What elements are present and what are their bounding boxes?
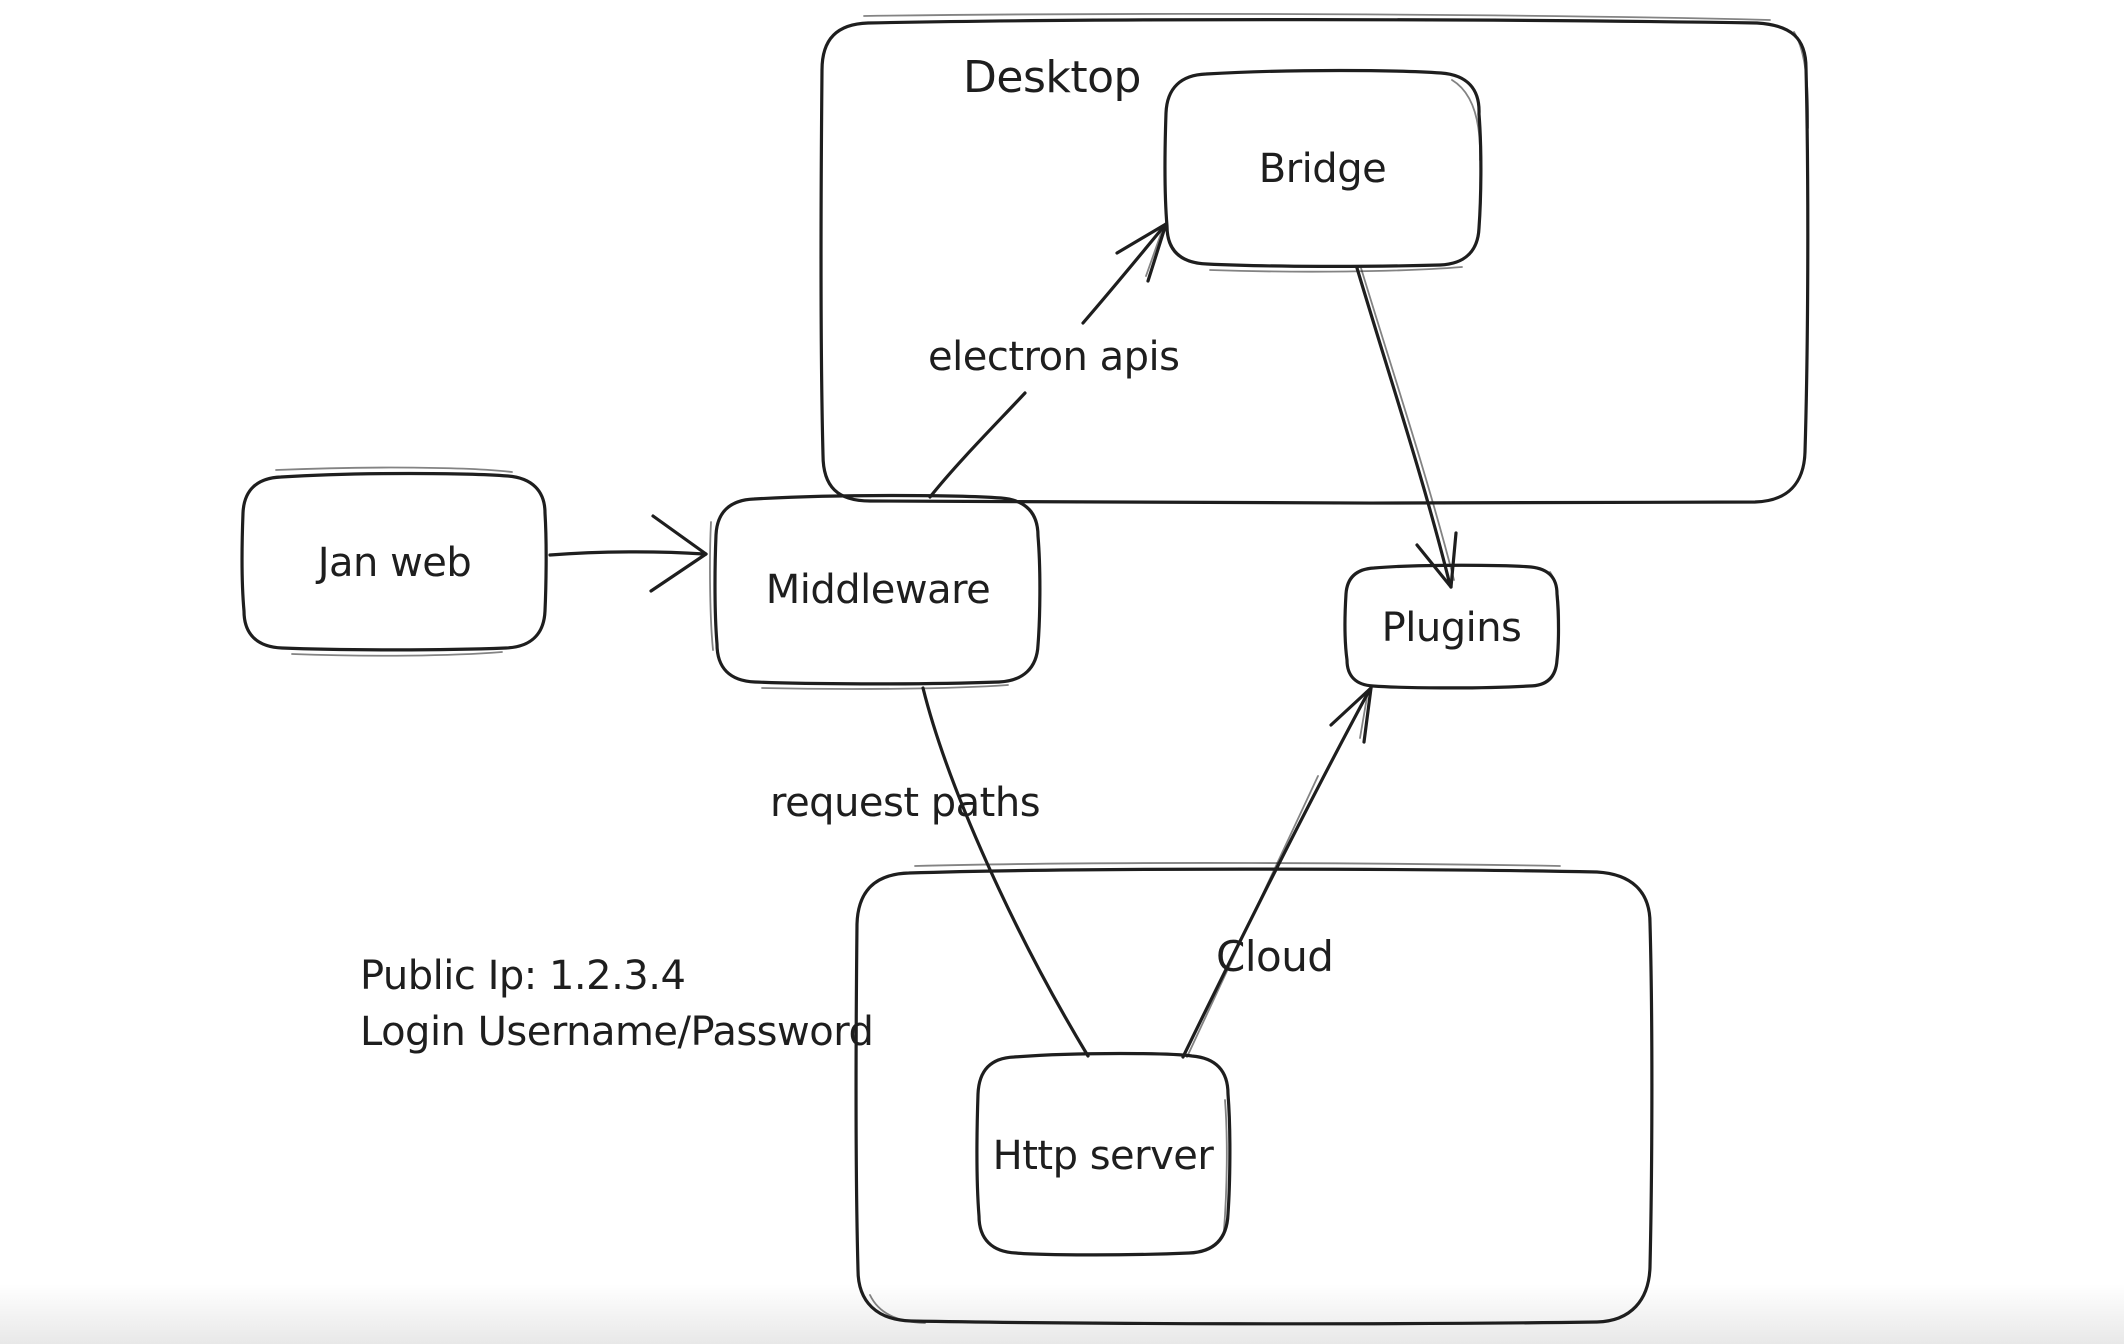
http-server-label-text: Http server: [992, 1132, 1214, 1179]
jan-web-label-text: Jan web: [317, 539, 472, 586]
node-bridge: [1163, 68, 1483, 273]
desktop-container: [819, 13, 1810, 505]
middleware-label-text: Middleware: [765, 567, 991, 613]
node-middleware: [709, 493, 1042, 690]
node-plugins: [1343, 563, 1561, 690]
arrow-middleware-to-bridge: [928, 222, 1168, 499]
desktop-container-label: Desktop: [963, 52, 1141, 103]
arrow-jan-web-to-middleware: [548, 514, 708, 593]
request-paths-edge-label: request paths: [770, 780, 1041, 826]
jan-web-label: Jan web: [242, 475, 547, 650]
middleware-label: Middleware: [715, 497, 1041, 683]
plugins-label: Plugins: [1345, 566, 1558, 689]
line-middleware-to-http-server: [921, 686, 1090, 1058]
electron-apis-edge-label: electron apis: [928, 334, 1180, 380]
cloud-container: [854, 862, 1654, 1326]
node-http-server: [975, 1051, 1232, 1257]
bridge-label: Bridge: [1165, 72, 1480, 266]
note-line-1: Public Ip: 1.2.3.4: [360, 953, 686, 999]
node-jan-web: [240, 466, 548, 657]
http-server-label: Http server: [975, 1055, 1231, 1256]
note-line-2: Login Username/Password: [360, 1009, 874, 1055]
cloud-container-label: Cloud: [1216, 932, 1334, 981]
bottom-edge-gradient: [0, 1284, 2124, 1344]
public-ip-note: Public Ip: 1.2.3.4 Login Username/Passwo…: [360, 948, 874, 1060]
bridge-label-text: Bridge: [1258, 146, 1387, 192]
arrow-http-server-to-plugins: [1181, 686, 1373, 1059]
plugins-label-text: Plugins: [1381, 604, 1522, 651]
arrow-bridge-to-plugins: [1355, 266, 1458, 589]
